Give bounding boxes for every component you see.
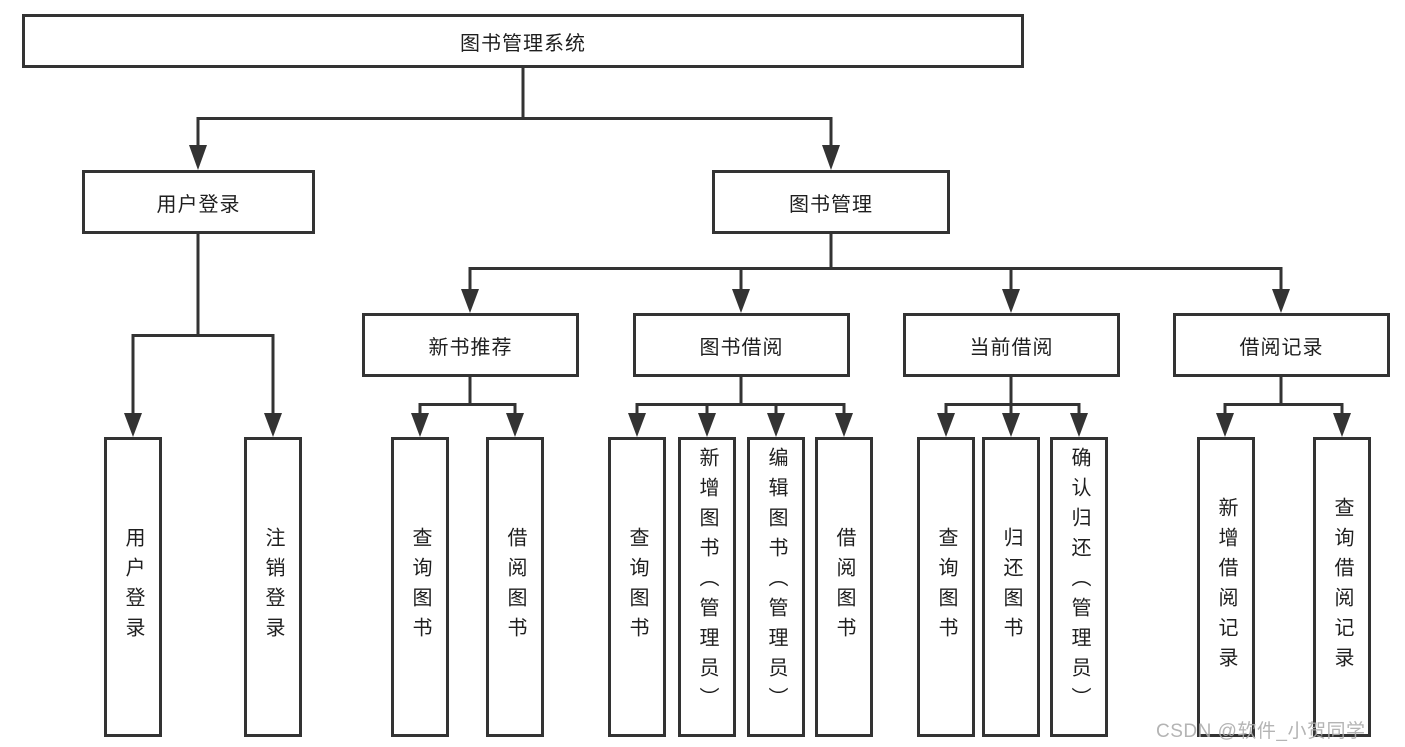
node-book-management-module: 图书管理 — [712, 170, 950, 234]
connector-new-book-rec-to-leaves — [411, 377, 524, 437]
leaf-query-books-borrow: 查询图书 — [608, 437, 666, 737]
leaf-logout: 注销登录 — [244, 437, 302, 737]
node-label: 借阅记录 — [1239, 336, 1324, 359]
node-label: 借阅图书 — [504, 527, 526, 647]
node-label: 确认归还（管理员） — [1068, 447, 1090, 717]
node-label: 新增图书（管理员） — [696, 447, 718, 717]
leaf-borrow-books-rec: 借阅图书 — [486, 437, 544, 737]
node-label: 新书推荐 — [428, 336, 513, 359]
csdn-watermark: CSDN @软件_小贺同学 — [1156, 721, 1366, 742]
leaf-query-books-rec: 查询图书 — [391, 437, 449, 737]
node-new-book-recommendation: 新书推荐 — [362, 313, 579, 377]
node-label: 图书管理 — [789, 193, 873, 216]
node-label: 查询图书 — [409, 527, 431, 647]
node-label: 图书管理系统 — [460, 32, 586, 55]
node-borrowing-records: 借阅记录 — [1173, 313, 1390, 377]
node-label: 查询借阅记录 — [1331, 497, 1353, 677]
node-current-borrowing: 当前借阅 — [903, 313, 1120, 377]
connector-user-login-to-leaves — [124, 234, 282, 437]
leaf-return-books: 归还图书 — [982, 437, 1040, 737]
node-label: 查询图书 — [935, 527, 957, 647]
connector-book-mgmt-to-level3 — [461, 234, 1290, 313]
leaf-query-borrow-record: 查询借阅记录 — [1313, 437, 1371, 737]
leaf-add-borrow-record: 新增借阅记录 — [1197, 437, 1255, 737]
leaf-confirm-return-admin: 确认归还（管理员） — [1050, 437, 1108, 737]
node-label: 编辑图书（管理员） — [765, 447, 787, 717]
node-label: 新增借阅记录 — [1215, 497, 1237, 677]
leaf-edit-books-admin: 编辑图书（管理员） — [747, 437, 805, 737]
node-label: 借阅图书 — [833, 527, 855, 647]
node-label: 当前借阅 — [969, 336, 1054, 359]
node-label: 注销登录 — [262, 527, 284, 647]
node-label: 归还图书 — [1000, 527, 1022, 647]
leaf-borrow-books: 借阅图书 — [815, 437, 873, 737]
connector-root-to-level2 — [189, 66, 840, 170]
node-user-login-module: 用户登录 — [82, 170, 315, 234]
connector-book-borrow-to-leaves — [628, 377, 853, 437]
node-system-root: 图书管理系统 — [22, 14, 1024, 68]
node-label: 用户登录 — [122, 527, 144, 647]
connector-current-borrow-to-leaves — [937, 377, 1088, 437]
node-label: 用户登录 — [156, 193, 241, 216]
node-label: 查询图书 — [626, 527, 648, 647]
node-book-borrowing: 图书借阅 — [633, 313, 850, 377]
leaf-user-login: 用户登录 — [104, 437, 162, 737]
connector-borrow-records-to-leaves — [1216, 377, 1351, 437]
leaf-add-books-admin: 新增图书（管理员） — [678, 437, 736, 737]
leaf-query-books-current: 查询图书 — [917, 437, 975, 737]
node-label: 图书借阅 — [699, 336, 784, 359]
